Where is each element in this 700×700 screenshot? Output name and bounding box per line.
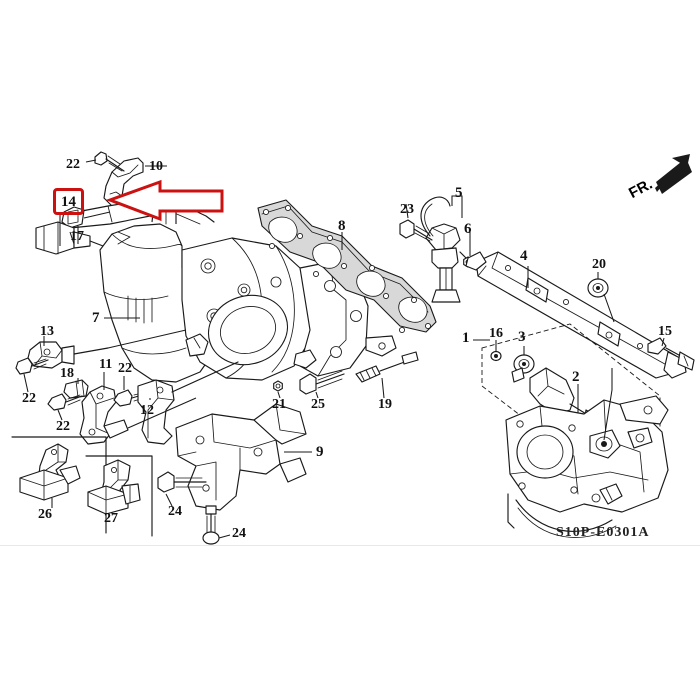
callout-24-lower: 24	[232, 526, 246, 541]
callout-22-top: 22	[66, 157, 80, 172]
part-22-bolt-left	[15, 357, 49, 375]
callout-3: 3	[518, 329, 526, 345]
part-18-collar	[63, 379, 89, 399]
part-23-bolt	[399, 219, 433, 242]
callout-5: 5	[455, 185, 463, 201]
inset-detail-27	[85, 455, 153, 537]
callout-18: 18	[60, 366, 74, 381]
drawing-number: S10P-E0301A	[556, 525, 650, 540]
callout-11: 11	[99, 357, 113, 372]
callout-9: 9	[316, 444, 324, 460]
callout-20: 20	[592, 257, 606, 272]
callout-16: 16	[489, 326, 503, 341]
callout-1: 1	[462, 330, 470, 346]
bottom-divider	[0, 545, 700, 546]
part-5-pressure-regulator	[420, 196, 473, 303]
callout-23: 23	[400, 202, 414, 217]
part-24-bolt-upper	[157, 471, 207, 493]
callout-22-near-12: 22	[118, 361, 132, 376]
part-22-bolt-mid	[47, 393, 83, 411]
callout-17: 17	[70, 229, 84, 244]
part-24-bolt-lower	[202, 505, 220, 545]
callout-15: 15	[658, 324, 672, 339]
engine-head-assembly	[505, 395, 669, 538]
part-14-stay	[61, 197, 215, 229]
callout-22-mid: 22	[56, 419, 70, 434]
callout-21: 21	[272, 397, 286, 412]
callout-13: 13	[40, 324, 54, 339]
callout-7: 7	[92, 310, 100, 326]
part-22-bolt-top	[94, 151, 125, 172]
callout-4: 4	[520, 248, 528, 264]
part-13-bracket	[27, 341, 109, 369]
part-7-intake-manifold	[99, 197, 397, 383]
callout-12: 12	[140, 403, 154, 418]
part-25-bolt	[299, 370, 345, 395]
part-9-bracket	[175, 403, 307, 511]
inset-detail-26	[11, 436, 107, 534]
part-11-bracket	[79, 385, 129, 445]
callout-22-left: 22	[22, 391, 36, 406]
callout-19: 19	[378, 397, 392, 412]
part-20-grommet	[587, 278, 609, 298]
highlight-label-14: 14	[61, 194, 76, 210]
part-12-bracket	[137, 361, 239, 445]
fr-direction-arrow	[655, 154, 692, 194]
callout-2: 2	[572, 369, 580, 385]
highlight-box-14	[53, 188, 84, 215]
callout-26: 26	[38, 507, 52, 522]
callout-24-upper: 24	[168, 504, 182, 519]
callout-10: 10	[149, 159, 163, 174]
part-19-stud	[355, 351, 419, 383]
part-21-nut	[273, 380, 283, 392]
callout-27: 27	[104, 511, 118, 526]
callout-6: 6	[464, 221, 472, 237]
callout-25: 25	[311, 397, 325, 412]
part-15-fitting	[647, 337, 695, 371]
part-8-gasket	[257, 199, 437, 334]
callout-8: 8	[338, 218, 346, 234]
